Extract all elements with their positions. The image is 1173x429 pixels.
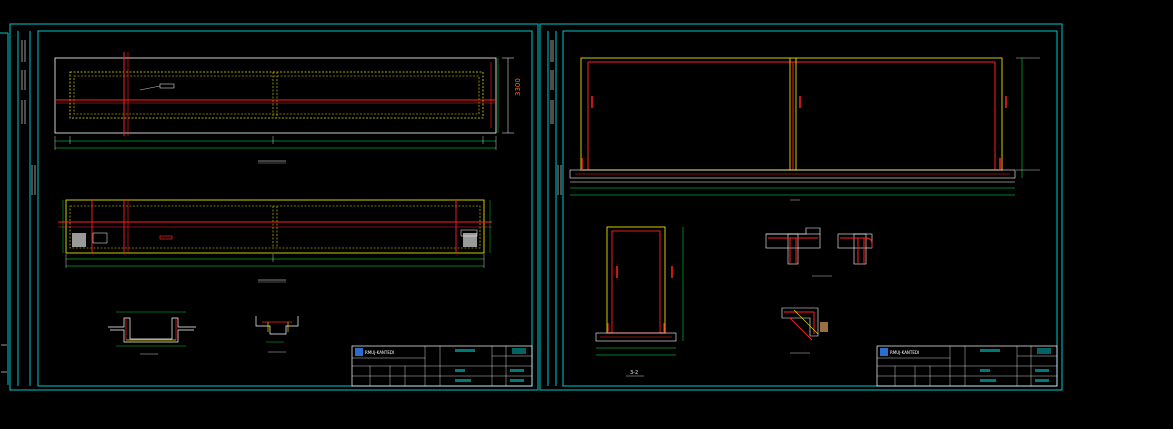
- sheet-2-wall-joint-details: [765, 227, 873, 354]
- plan-top-dimension-3300: 3300: [514, 78, 522, 96]
- sheet-1-company-name: RMUJ-KANTEDI: [365, 350, 394, 355]
- sheet-1-detail-joint: [255, 316, 299, 353]
- sheet-2-cross-section: 3-2: [595, 226, 684, 377]
- company-logo-icon: [880, 348, 888, 356]
- sheet-2-margin-notes: [550, 40, 562, 195]
- sheet-2-company-name: RMUJ-KANTEDI: [890, 350, 919, 355]
- sheet-2-inner-frame: [562, 30, 1058, 387]
- sheet-1-plan-view-middle: [58, 199, 492, 283]
- cross-section-caption: 3-2: [630, 370, 638, 376]
- sheet-1-outer-frame: [9, 23, 539, 391]
- sheet-1-margin-notes: [1, 40, 36, 373]
- sheet-frames: [0, 23, 1063, 391]
- sheet-2-title-block: RMUJ-KANTEDI: [876, 345, 1058, 387]
- sheet-1-inner-frame: [37, 30, 533, 387]
- sheet-1-detail-trench: [108, 311, 196, 355]
- company-logo-icon: [355, 348, 363, 356]
- sheet-2-outer-frame: [539, 23, 1063, 391]
- sheet-2-section-elevation: [569, 57, 1040, 201]
- sheet-1-title-block: RMUJ-KANTEDI: [351, 345, 533, 387]
- sheet-1-plan-view-top: 3300: [54, 52, 522, 164]
